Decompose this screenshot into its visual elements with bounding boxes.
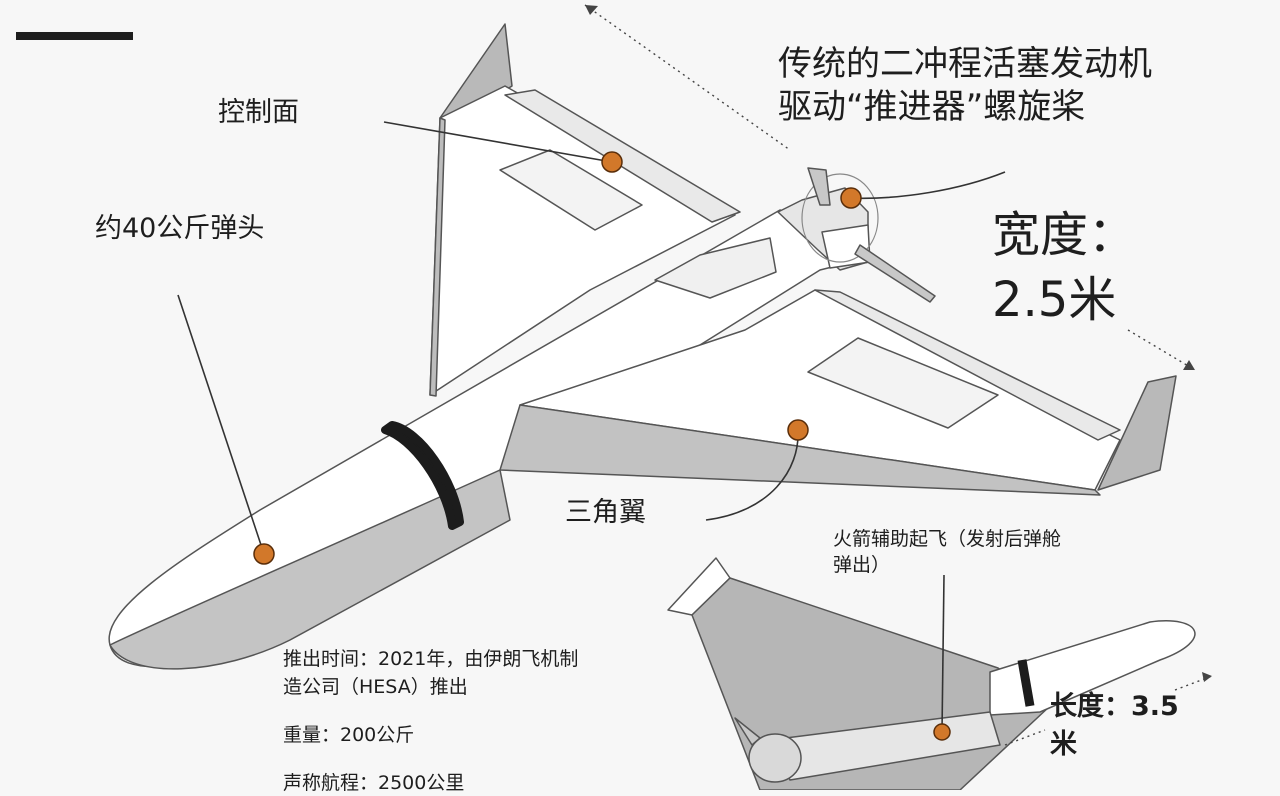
control-surface-marker xyxy=(602,152,622,172)
control-surface-label: 控制面 xyxy=(218,96,299,130)
warhead-label: 约40公斤弹头 xyxy=(95,212,264,246)
engine-label-line2: 驱动“推进器”螺旋桨 xyxy=(778,85,1085,129)
rocket-marker xyxy=(934,724,950,740)
secondary-drone xyxy=(668,558,1195,790)
engine-label-line1: 传统的二冲程活塞发动机 xyxy=(778,42,1152,86)
launch-info-line1: 推出时间：2021年，由伊朗飞机制 xyxy=(283,646,578,672)
engine-marker xyxy=(841,188,861,208)
rocket-label-line2: 弹出） xyxy=(833,552,890,578)
delta-wing-label: 三角翼 xyxy=(565,496,646,530)
width-dimension-top xyxy=(585,5,790,150)
warhead-marker xyxy=(254,544,274,564)
width-dimension-bottom xyxy=(1128,330,1195,370)
header-rule xyxy=(16,32,133,40)
weight-info: 重量：200公斤 xyxy=(283,722,414,748)
width-value: 2.5米 xyxy=(992,272,1116,328)
warhead-leader xyxy=(178,295,264,554)
rocket-label-line1: 火箭辅助起飞（发射后弹舱 xyxy=(833,526,1061,552)
delta-wing-marker xyxy=(788,420,808,440)
range-info: 声称航程：2500公里 xyxy=(283,770,464,796)
length-label-line2: 米 xyxy=(1050,728,1077,762)
width-title: 宽度： xyxy=(992,207,1136,263)
propeller-blade-lower xyxy=(855,245,935,302)
length-label-line1: 长度：3.5 xyxy=(1050,690,1179,724)
launch-info-line2: 造公司（HESA）推出 xyxy=(283,674,468,700)
engine-leader xyxy=(850,172,1005,198)
